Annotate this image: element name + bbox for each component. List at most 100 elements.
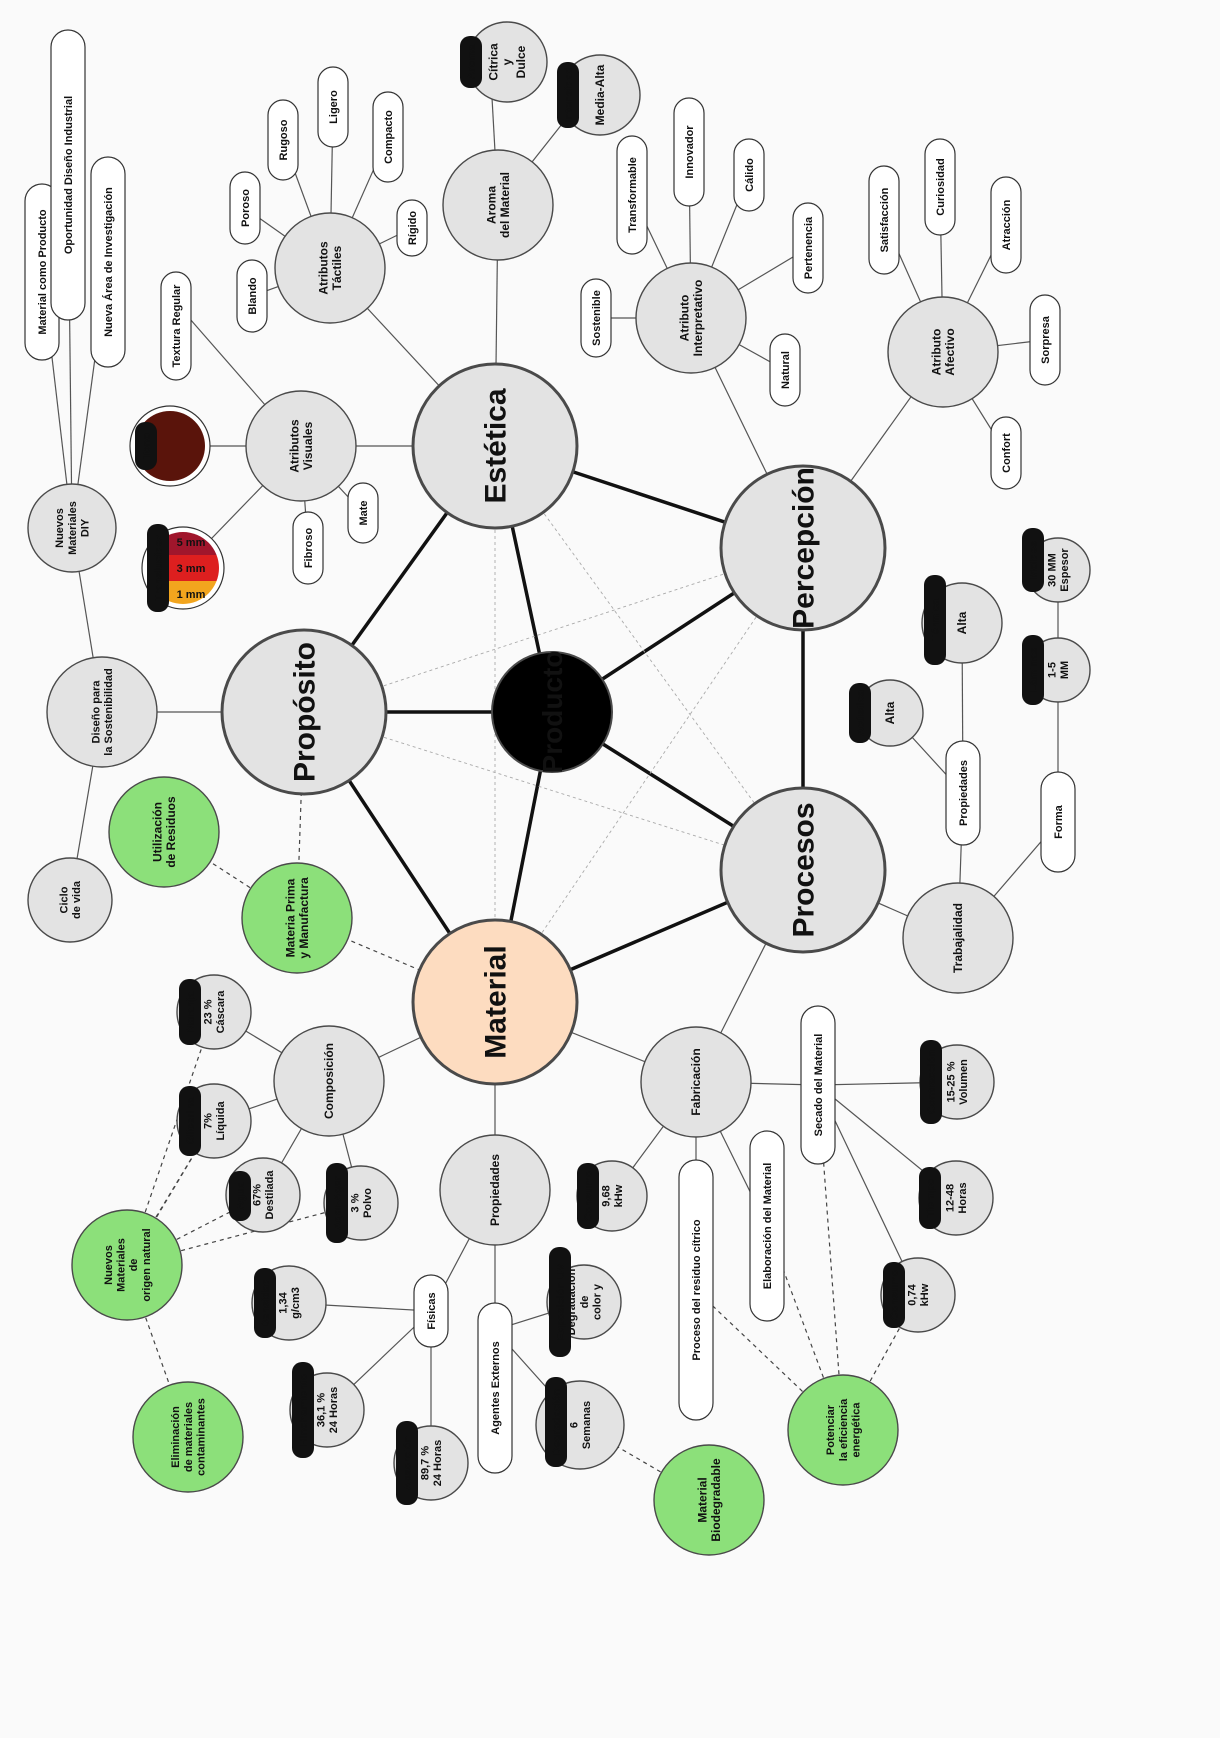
contraccion_tag-label: Contracción	[926, 1050, 938, 1114]
node-circle	[491, 651, 613, 773]
consumo2_value-label: 0,74kHw	[907, 1283, 932, 1306]
degradacion-tag-tag: Degradación	[545, 1377, 567, 1467]
oportunidad_diseno-label: Oportunidad Diseño Industrial	[63, 96, 75, 254]
termica_value-label: Alta	[955, 611, 969, 634]
ligero-pill: Ligero	[317, 66, 349, 148]
glicerina-tag-tag: Glicerina	[179, 1086, 201, 1156]
estetica-node: Estética	[411, 362, 579, 530]
absorcion-tag-tag: Absorción	[396, 1421, 418, 1505]
tag-shape	[1022, 528, 1044, 592]
secado-label: Secado del Material	[813, 1034, 825, 1137]
acustica_value-label: Alta	[883, 701, 897, 724]
pill-shape	[90, 156, 126, 368]
pill-shape	[347, 482, 379, 544]
fisicas-pill: Físicas	[413, 1274, 449, 1348]
agentes-externos-pill: Agentes Externos	[477, 1302, 513, 1474]
atributo-interpretativo-node: AtributoInterpretativo	[635, 262, 747, 374]
tag-shape	[919, 1167, 941, 1229]
pill-shape	[236, 259, 268, 333]
hinchamiento-tag-tag: Hinchamiento	[292, 1362, 314, 1458]
pill-shape	[396, 199, 428, 257]
tiempo-tag-tag: Tiempo	[919, 1167, 941, 1229]
fibroso-pill: Fibroso	[292, 511, 324, 585]
consumo1_value-label: 9,68kHw	[601, 1184, 626, 1207]
pill-shape	[267, 99, 299, 181]
agua-tag-tag: Agua	[229, 1171, 251, 1221]
atributos_visuales-label: AtributosVisuales	[287, 419, 315, 473]
poroso-pill: Poroso	[229, 171, 261, 245]
consumo2_tag-label: Consumo	[889, 1269, 901, 1320]
material_biodegradable-label: MaterialBiodegradable	[695, 1458, 723, 1542]
material_como_producto-label: Material como Producto	[37, 209, 49, 335]
composicion-label: Composición	[322, 1043, 336, 1119]
contraccion_value-label: 15-25 %Volumen	[946, 1059, 971, 1105]
node-circle	[132, 1381, 244, 1493]
trabajalidad-node: Trabajalidad	[902, 882, 1014, 994]
atraccion-pill: Atracción	[990, 176, 1022, 274]
intensidad_value-label: Media-Alta	[593, 64, 607, 125]
moldes_value-label: 30 MMEspesor	[1047, 548, 1072, 592]
satisfaccion-pill: Satisfacción	[868, 165, 900, 275]
calido-label: Cálido	[744, 158, 756, 192]
naranja-tag-tag: Naranja	[179, 979, 201, 1045]
procesos-label: Procesos	[788, 802, 821, 937]
pill-shape	[413, 1274, 449, 1348]
intensidad-value-node: Media-Alta	[559, 54, 641, 136]
materia-prima-node: Materia Primay Manufactura	[241, 862, 353, 974]
strip-label: 3 mm	[177, 563, 206, 575]
sostenible-label: Sostenible	[591, 290, 603, 346]
node-circle	[71, 1209, 183, 1321]
nuevos_materiales_diy-label: NuevosMaterialesDIY	[54, 501, 91, 555]
exposicion_tag-label: Exposición UV	[555, 1263, 567, 1341]
atraccion-label: Atracción	[1001, 199, 1013, 250]
tag-shape	[1022, 635, 1044, 705]
propiedades-mat-node: Propiedades	[439, 1134, 551, 1246]
translucidez-tag-tag: Translucidez	[147, 524, 169, 612]
absorcion_value-label: 89,7 %24 Horas	[420, 1440, 445, 1486]
intensidad_tag-label: Intensidad	[563, 67, 575, 122]
composicion-node: Composición	[273, 1025, 385, 1137]
node-circle	[653, 1444, 765, 1556]
agua_value-label: 67%Destilada	[252, 1170, 277, 1220]
tag-shape	[577, 1163, 599, 1229]
elaboracion-pill: Elaboración del Material	[749, 1130, 785, 1322]
forma-pill: Forma	[1040, 771, 1076, 873]
pill-shape	[477, 1302, 513, 1474]
node-circle	[108, 776, 220, 888]
aroma-value-node: CítricayDulce	[466, 21, 548, 103]
tag-shape	[924, 575, 946, 665]
pill-shape	[616, 135, 648, 255]
densidad-tag-tag: Densidad	[254, 1268, 276, 1338]
sorpresa-pill: Sorpresa	[1029, 294, 1061, 386]
pill-shape	[1040, 771, 1076, 873]
propiedades_mat-label: Propiedades	[488, 1154, 502, 1226]
intensidad-tag-tag: Intensidad	[557, 62, 579, 128]
agua_tag-label: Agua	[235, 1181, 247, 1209]
node-circle	[787, 1374, 899, 1486]
pill-shape	[990, 416, 1022, 490]
hinchamiento_value-label: 36,1 %24 Horas	[316, 1387, 341, 1433]
satisfaccion-label: Satisfacción	[879, 187, 891, 252]
strip-label: 1 mm	[177, 589, 206, 601]
contraccion-tag-tag: Contracción	[920, 1040, 942, 1124]
innovador-label: Innovador	[684, 125, 696, 179]
node-circle	[27, 857, 113, 943]
tiempo_tag-label: Tiempo	[925, 1178, 937, 1217]
eliminacion-node: Eliminaciónde materialescontaminantes	[132, 1381, 244, 1493]
pill-shape	[868, 165, 900, 275]
compacto-label: Compacto	[383, 110, 395, 164]
fisicas-label: Físicas	[426, 1292, 438, 1329]
proposito-node: Propósito	[220, 628, 388, 796]
secado-pill: Secado del Material	[800, 1005, 836, 1165]
degradacion_tag-label: Degradación	[551, 1388, 563, 1455]
tono_tag-label: Tono	[141, 433, 153, 459]
natural-pill: Natural	[769, 333, 801, 407]
node-circle	[245, 390, 357, 502]
tag-shape	[147, 524, 169, 612]
acustica-tag-tag: Acústica	[849, 683, 871, 743]
node-circle	[719, 786, 887, 954]
material-node: Material	[411, 918, 579, 1086]
acustica_tag-label: Acústica	[855, 689, 867, 736]
propiedades_proc-label: Propiedades	[958, 760, 970, 826]
